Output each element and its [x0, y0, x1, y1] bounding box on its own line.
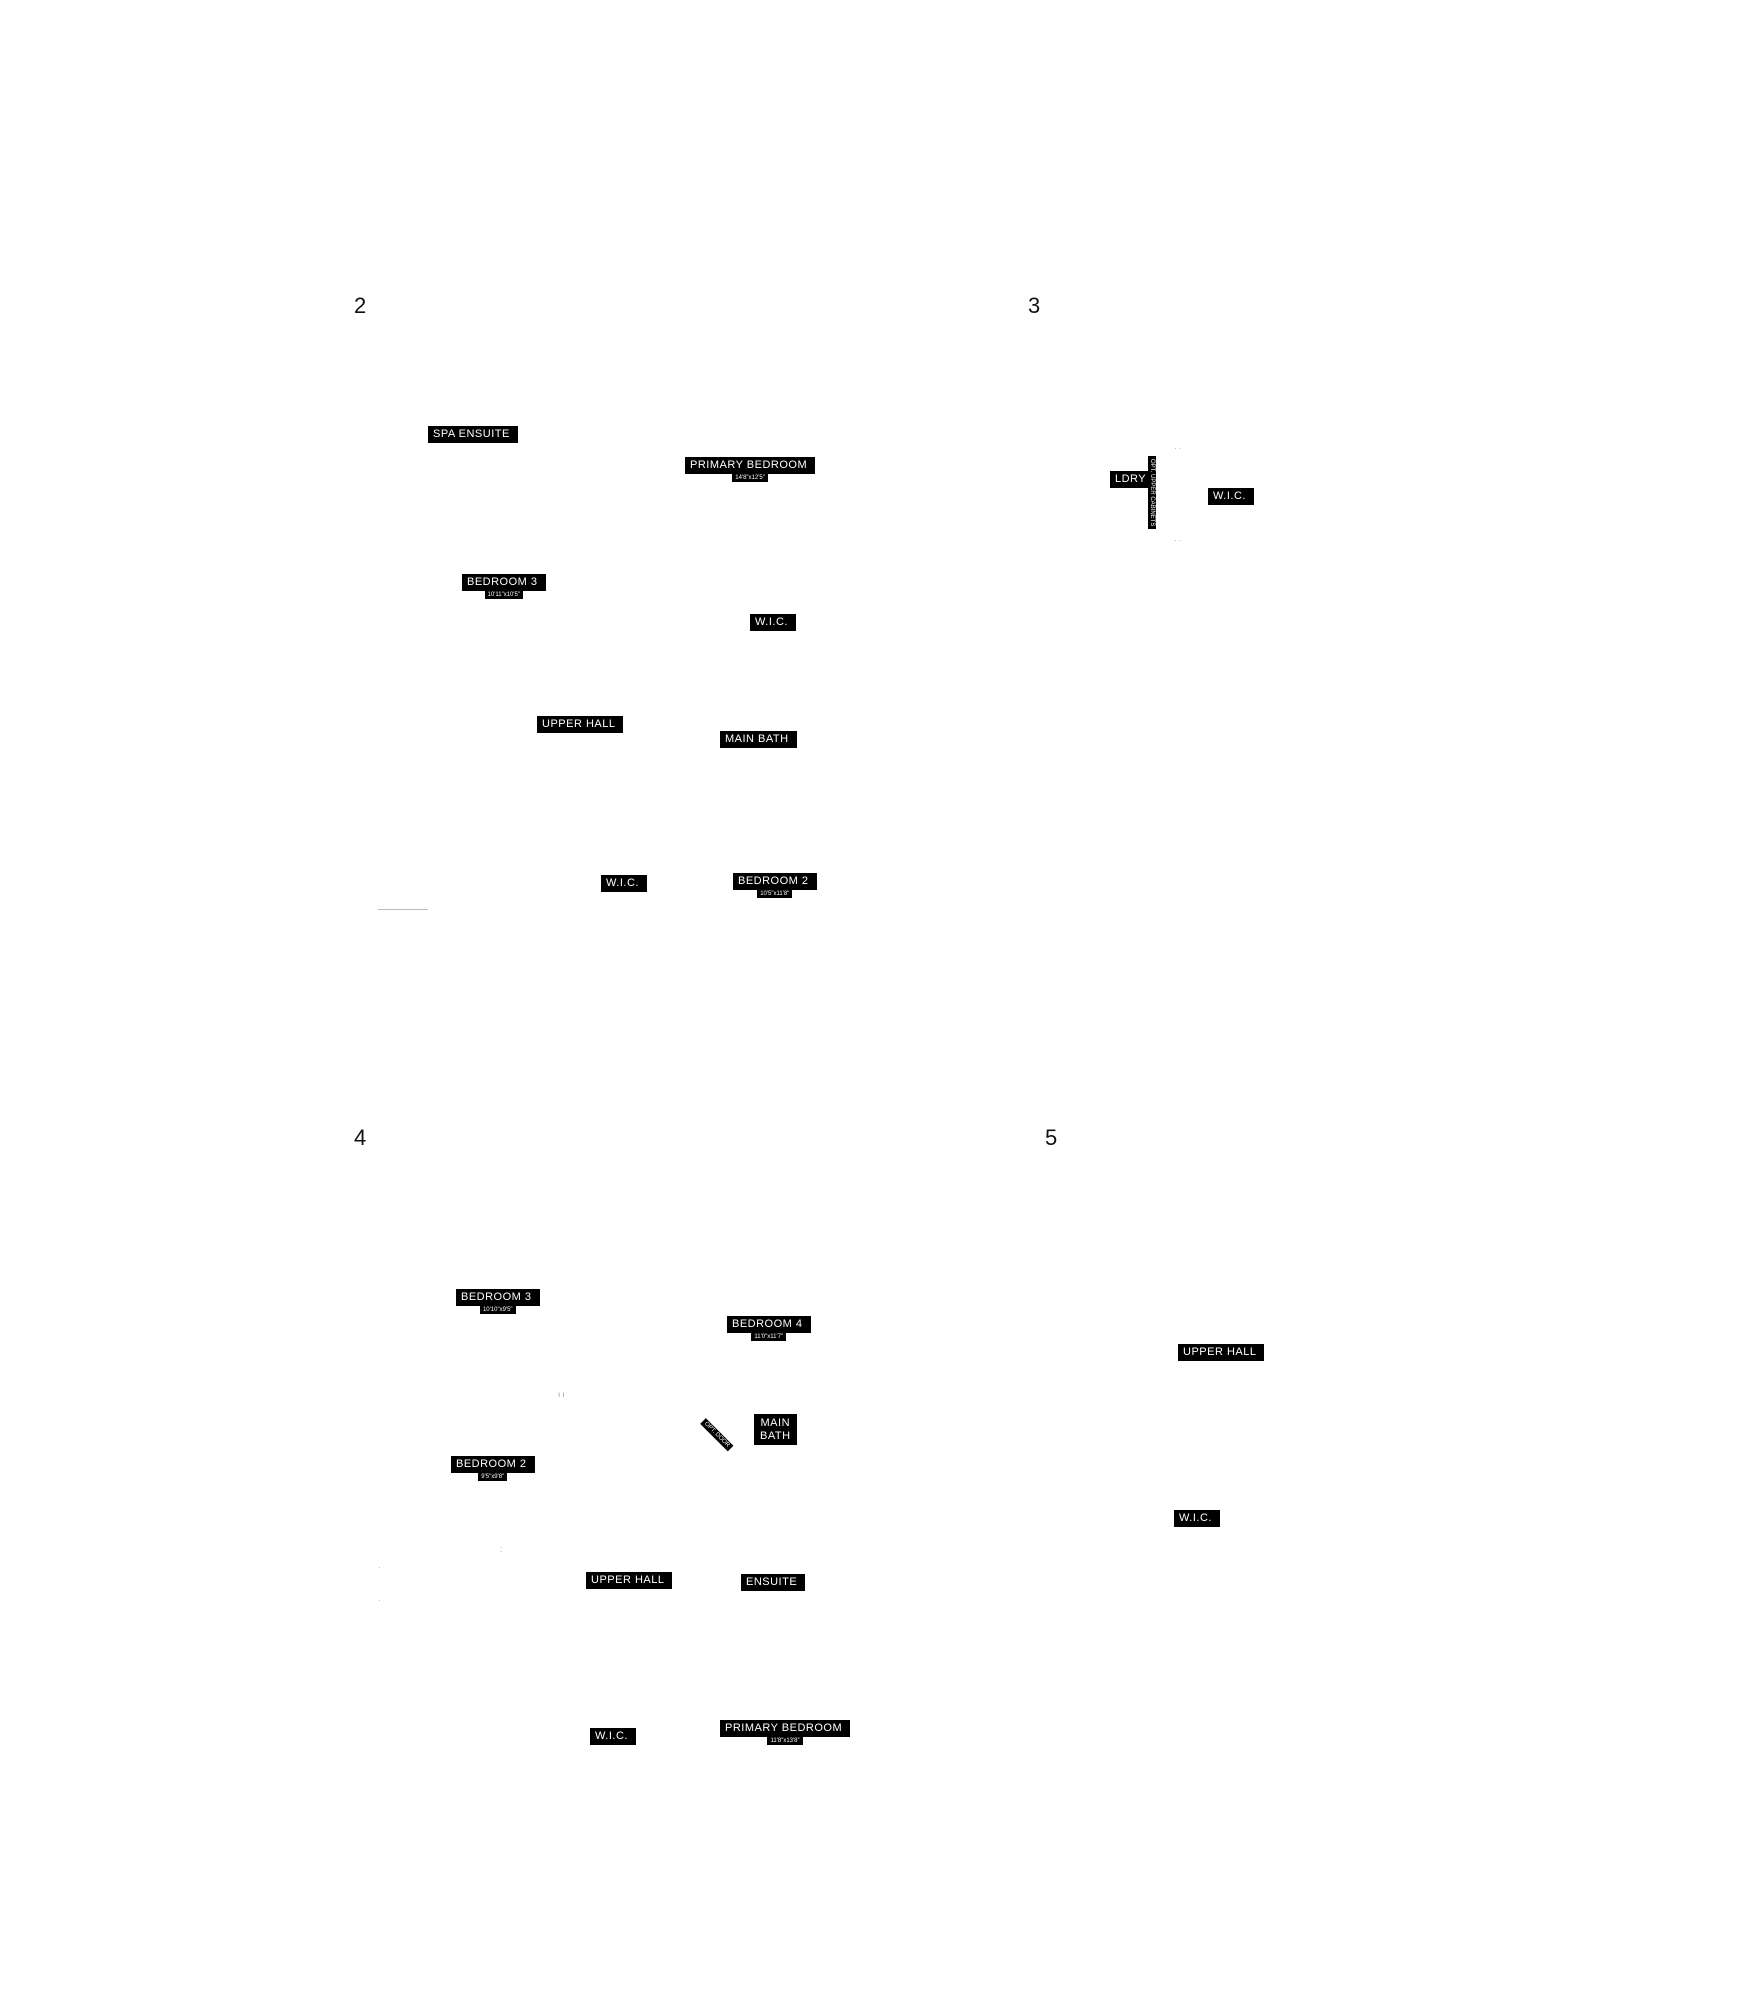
room-name: W.I.C. [590, 1728, 636, 1745]
wall-tick: · [378, 1563, 381, 1572]
wall-tick: ı ı [558, 1390, 565, 1399]
room-label-bedroom-4: BEDROOM 4 11'0"x11'7" [727, 1316, 811, 1341]
room-label-wic: W.I.C. [601, 875, 647, 892]
room-name: UPPER HALL [586, 1572, 673, 1589]
room-label-bedroom-3: BEDROOM 3 10'11"x10'5" [462, 574, 546, 599]
room-name: BEDROOM 3 [462, 574, 546, 591]
room-label-bedroom-2: BEDROOM 2 9'5"x9'8" [451, 1456, 535, 1481]
room-name: PRIMARY BEDROOM [720, 1720, 851, 1737]
room-name: BEDROOM 2 [733, 873, 817, 890]
room-label-wic: W.I.C. [1174, 1510, 1220, 1527]
room-dimensions: 11'8"x13'8" [767, 1737, 803, 1745]
panel-number: 4 [354, 1125, 367, 1150]
room-name: BEDROOM 3 [456, 1289, 540, 1306]
room-dimensions: 10'10"x9'5" [479, 1306, 516, 1314]
room-name: UPPER HALL [537, 716, 624, 733]
room-label-main-bath: MAIN BATH [754, 1414, 797, 1446]
room-label-primary-bedroom: PRIMARY BEDROOM 14'8"x12'5" [685, 457, 816, 482]
room-label-primary-bedroom: PRIMARY BEDROOM 11'8"x13'8" [720, 1720, 851, 1745]
room-name: BEDROOM 2 [451, 1456, 535, 1473]
room-name: W.I.C. [750, 614, 796, 631]
panel-number: 5 [1045, 1125, 1058, 1150]
room-label-wic: W.I.C. [750, 614, 796, 631]
panel-number: 2 [354, 293, 367, 318]
floor-plan-panel-5: 5 UPPER HALL W.I.C. [1014, 1117, 1674, 1937]
room-dimensions: 10'5"x11'8" [757, 890, 793, 898]
room-name: MAIN BATH [754, 1414, 797, 1446]
floor-plan-panel-3: 3 LDRY OPT. UPPER CABINETS W.I.C. · · · … [1014, 285, 1674, 1105]
room-name: BEDROOM 4 [727, 1316, 811, 1333]
room-name: ENSUITE [741, 1574, 806, 1591]
room-label-upper-hall: UPPER HALL [1178, 1344, 1265, 1361]
room-dimensions: 10'11"x10'5" [484, 591, 523, 599]
room-label-bedroom-3: BEDROOM 3 10'10"x9'5" [456, 1289, 540, 1314]
floor-plan-panel-4: 4 BEDROOM 3 10'10"x9'5" BEDROOM 4 11'0"x… [340, 1117, 1000, 1937]
wall-tick: · [378, 1596, 381, 1605]
room-name: SPA ENSUITE [428, 426, 518, 443]
room-label-bedroom-2: BEDROOM 2 10'5"x11'8" [733, 873, 817, 898]
wall-tick: · · [1174, 444, 1182, 453]
wall-fragment [378, 909, 428, 910]
room-dimensions: 9'5"x9'8" [478, 1473, 508, 1481]
room-dimensions: 14'8"x12'5" [732, 474, 768, 482]
room-label-main-bath: MAIN BATH [720, 731, 797, 748]
floor-plan-panel-2: 2 SPA ENSUITE PRIMARY BEDROOM 14'8"x12'5… [340, 285, 1000, 1105]
room-name: W.I.C. [1208, 488, 1254, 505]
room-dimensions: 11'0"x11'7" [751, 1333, 787, 1341]
room-name: LDRY [1110, 471, 1155, 488]
room-name: UPPER HALL [1178, 1344, 1265, 1361]
panel-number: 3 [1028, 293, 1041, 318]
room-name: MAIN BATH [720, 731, 797, 748]
wall-tick: : [500, 1545, 503, 1554]
room-name: W.I.C. [1174, 1510, 1220, 1527]
room-label-wic: W.I.C. [1208, 488, 1254, 505]
room-label-upper-hall: UPPER HALL [537, 716, 624, 733]
room-label-laundry: LDRY [1110, 471, 1155, 488]
annotation-opt-door: OPT. DOOR [700, 1418, 734, 1452]
room-label-ensuite: ENSUITE [741, 1574, 806, 1591]
room-label-spa-ensuite: SPA ENSUITE [428, 426, 518, 443]
wall-tick: · · [1174, 536, 1182, 545]
room-label-wic: W.I.C. [590, 1728, 636, 1745]
room-label-upper-hall: UPPER HALL [586, 1572, 673, 1589]
annotation-opt-upper-cabinets: OPT. UPPER CABINETS [1148, 456, 1156, 530]
room-name: W.I.C. [601, 875, 647, 892]
room-name: PRIMARY BEDROOM [685, 457, 816, 474]
